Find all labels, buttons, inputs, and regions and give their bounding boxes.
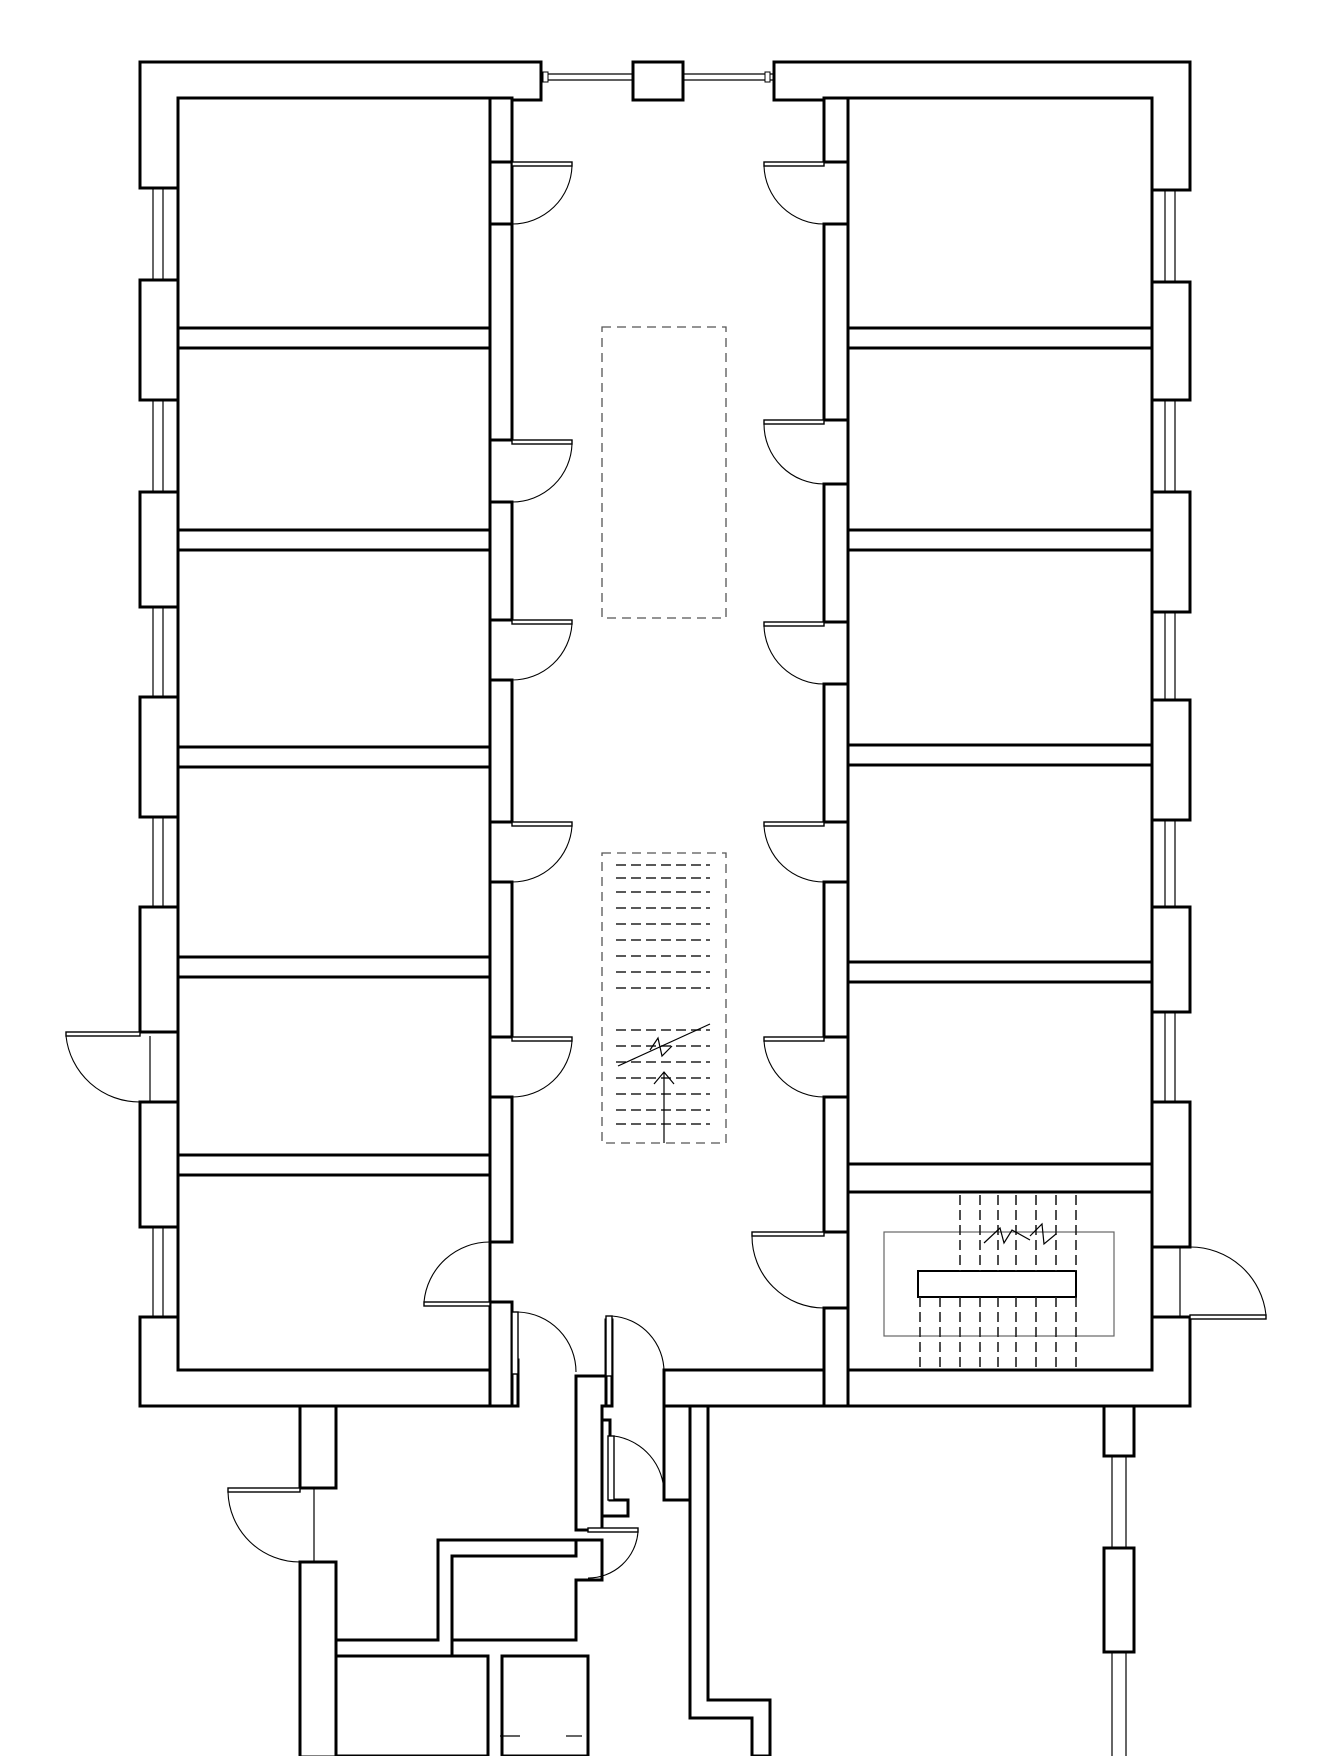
- right-pier-4: [1150, 905, 1192, 1014]
- right-pier-1: [1150, 280, 1192, 402]
- left-room-6: [176, 1173, 492, 1372]
- left-room-2: [176, 346, 492, 532]
- right-corridor-doors: [751, 161, 825, 1309]
- left-room-3: [176, 548, 492, 749]
- left-exterior-door: [65, 1031, 151, 1103]
- right-room-1: [846, 96, 1154, 330]
- lower-annex: [227, 1311, 1136, 1756]
- right-pier-2: [1150, 490, 1192, 614]
- right-room-5: [846, 980, 1154, 1166]
- right-room-3: [846, 548, 1154, 747]
- left-pier-4: [138, 905, 180, 1034]
- left-pier-1: [138, 278, 180, 402]
- exterior-wall: [138, 60, 1192, 1408]
- overhead-stair: [601, 852, 727, 1144]
- left-pier-3: [138, 695, 180, 819]
- left-corridor-doors: [423, 161, 573, 1307]
- right-room-4: [846, 763, 1154, 964]
- left-pier-2: [138, 490, 180, 609]
- left-rooms: [176, 96, 514, 1408]
- top-window: [541, 60, 774, 102]
- stairwell-steps: [883, 1195, 1115, 1370]
- right-room-2: [846, 346, 1154, 532]
- right-rooms: [822, 96, 1154, 1408]
- right-exterior-door: [1179, 1246, 1267, 1320]
- left-room-4: [176, 765, 492, 959]
- right-pier-3: [1150, 698, 1192, 822]
- overhead-opening: [601, 326, 727, 619]
- right-windows: [1164, 190, 1176, 1102]
- left-pier-5: [138, 1100, 180, 1229]
- left-windows: [152, 188, 164, 1317]
- left-room-5: [176, 975, 492, 1157]
- right-pier-5: [1150, 1100, 1192, 1249]
